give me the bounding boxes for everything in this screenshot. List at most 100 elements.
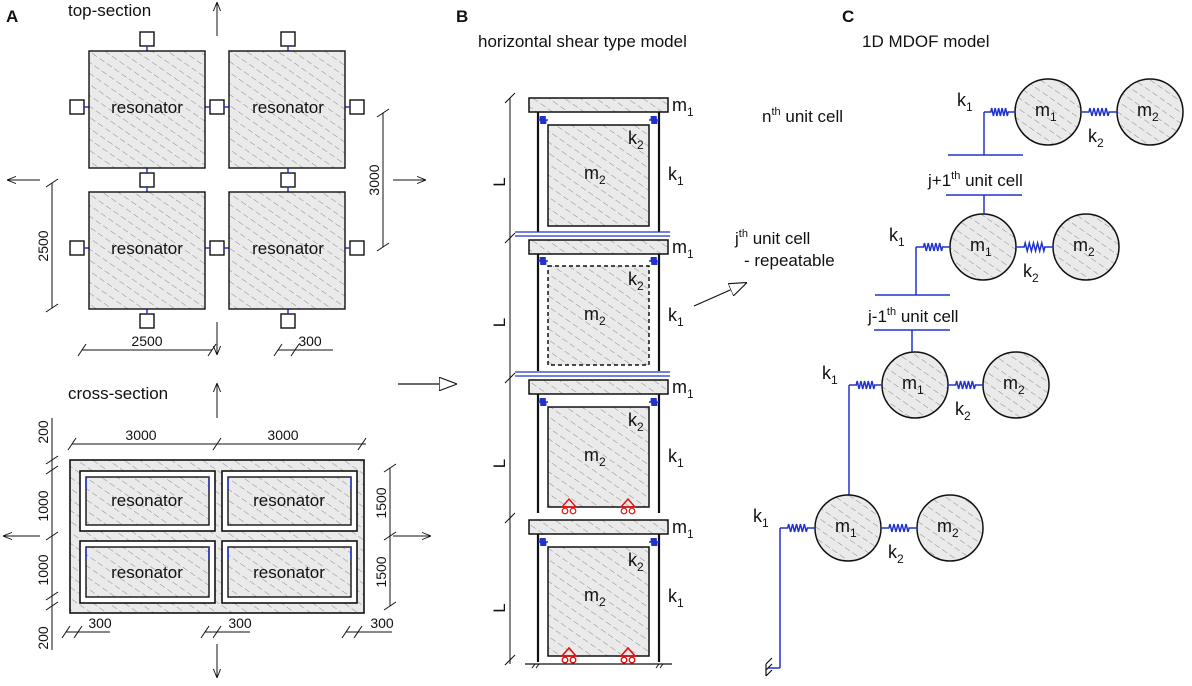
cross-resonator-label-2: resonator [253, 491, 325, 510]
story-2-m2-label: m2 [584, 304, 606, 328]
story-2-right-spring [649, 256, 659, 266]
story-3-roller-wheel-b-1 [569, 507, 577, 515]
cross-section-plan: cross-section resonator resonator resona… [4, 384, 430, 677]
cross-resonator-label-1: resonator [111, 491, 183, 510]
top-section-plan: top-section [8, 1, 425, 357]
dim-1500-a: 1500 [373, 487, 389, 518]
mdof-cell-4-k1-label: k1 [753, 506, 769, 530]
top-dimension-lines [45, 108, 390, 357]
dim-2500-vertical: 2500 [35, 230, 51, 261]
dim-1000-b: 1000 [35, 554, 51, 585]
mdof-cell-1-k2-spring [1081, 107, 1117, 117]
repeatable-label: - repeatable [744, 251, 835, 270]
mdof-cell-4-k1-spring [780, 523, 815, 533]
dim-300-top: 300 [298, 333, 322, 349]
base-roller-2 [619, 646, 637, 657]
mdof-cell-3-k1-spring [849, 380, 882, 390]
dim-1500-b: 1500 [373, 556, 389, 587]
story-4-length-label: L [490, 603, 509, 612]
top-direction-arrows [8, 3, 425, 354]
mdof-cell-1-k2-label: k2 [1088, 126, 1104, 150]
dim-1000-a: 1000 [35, 490, 51, 521]
dim-3000-b: 3000 [267, 427, 298, 443]
dim-200-bottom: 200 [35, 626, 51, 650]
story-3-resonator-mass [547, 406, 650, 508]
dim-2500-horizontal: 2500 [131, 333, 162, 349]
top-resonator-label-2: resonator [252, 98, 324, 117]
shear-model-title: horizontal shear type model [478, 32, 687, 51]
story-1-resonator-mass [547, 124, 650, 227]
nth-unit-cell-label: nth unit cell [762, 106, 843, 126]
top-resonator-label-3: resonator [111, 239, 183, 258]
mdof-cell-1-m1-label: m1 [1035, 100, 1057, 124]
mdof-cell-2-m2-label: m2 [1073, 235, 1095, 259]
mdof-cell-2-m1-label: m1 [970, 235, 992, 259]
mdof-cell-4-m2-label: m2 [937, 516, 959, 540]
story-height-tick-4 [504, 512, 516, 524]
cross-resonator-label-4: resonator [253, 563, 325, 582]
mdof-cell-2-k2-spring [1016, 240, 1053, 254]
top-resonator-label-4: resonator [252, 239, 324, 258]
mdof-cell-1-m2-label: m2 [1137, 100, 1159, 124]
story-1-k2-label: k2 [628, 128, 644, 152]
base-roller-wheel-b-1 [569, 656, 577, 664]
mdof-cell-3-m2-label: m2 [1003, 373, 1025, 397]
story-3-roller-wheel-a-2 [620, 507, 628, 515]
story-height-tick-5 [504, 654, 516, 666]
story-2-k2-label: k2 [628, 269, 644, 293]
top-resonator-label-1: resonator [111, 98, 183, 117]
story-1-right-spring [649, 115, 659, 125]
cross-cells [79, 470, 358, 604]
story-3-m2-label: m2 [584, 445, 606, 469]
story-2-k1-label: k1 [668, 305, 684, 329]
dim-200-top: 200 [35, 420, 51, 444]
mdof-cell-3-k1-label: k1 [822, 363, 838, 387]
story-height-tick-1 [504, 92, 516, 104]
top-section-title: top-section [68, 1, 151, 20]
story-height-tick-3 [504, 372, 516, 384]
story-3-roller-support-1 [560, 497, 578, 508]
story-3-roller-wheel-a-1 [561, 507, 569, 515]
story-4-resonator-mass [547, 546, 650, 657]
story-2-resonator-mass [547, 265, 650, 366]
dim-3000-vertical: 3000 [366, 164, 382, 195]
panel-label-b: B [456, 7, 468, 26]
story-2-m1-label: m1 [672, 237, 694, 261]
story-4-m1-label: m1 [672, 517, 694, 541]
story-4-k1-label: k1 [668, 586, 684, 610]
base-roller-1 [560, 646, 578, 657]
mdof-cell-1-k1-label: k1 [957, 90, 973, 114]
base-roller-wheel-b-2 [628, 656, 636, 664]
fixed-base-1 [531, 663, 541, 669]
mdof-cell-3-k2-spring [948, 380, 983, 390]
j-plus-1-unit-cell-label: j+1th unit cell [927, 170, 1023, 190]
mdof-cell-3-k2-label: k2 [955, 399, 971, 423]
story-1-m1-label: m1 [672, 95, 694, 119]
mdof-cell-2-k1-spring [916, 242, 950, 252]
story-3-roller-wheel-b-2 [628, 507, 636, 515]
dim-3000-a: 3000 [125, 427, 156, 443]
mdof-cell-1-k1-spring [984, 107, 1015, 117]
story-4-slab [528, 519, 669, 535]
story-1-left-spring [538, 115, 548, 125]
dim-300-c: 300 [370, 615, 394, 631]
base-roller-wheel-a-2 [620, 656, 628, 664]
story-4-m2-label: m2 [584, 585, 606, 609]
story-3-roller-support-2 [619, 497, 637, 508]
mdof-cell-4-k2-label: k2 [888, 542, 904, 566]
top-resonator-3 [88, 191, 206, 310]
base-roller-wheel-a-1 [561, 656, 569, 664]
story-3-length-label: L [490, 459, 509, 468]
dim-300-a: 300 [88, 615, 112, 631]
cross-section-title: cross-section [68, 384, 168, 403]
top-connectors [84, 46, 350, 314]
cross-connectors [85, 477, 352, 560]
mdof-cell-2-k2-label: k2 [1023, 261, 1039, 285]
story-3-k2-label: k2 [628, 410, 644, 434]
panel-label-a: A [6, 7, 18, 26]
mdof-fixed-support [765, 657, 773, 677]
